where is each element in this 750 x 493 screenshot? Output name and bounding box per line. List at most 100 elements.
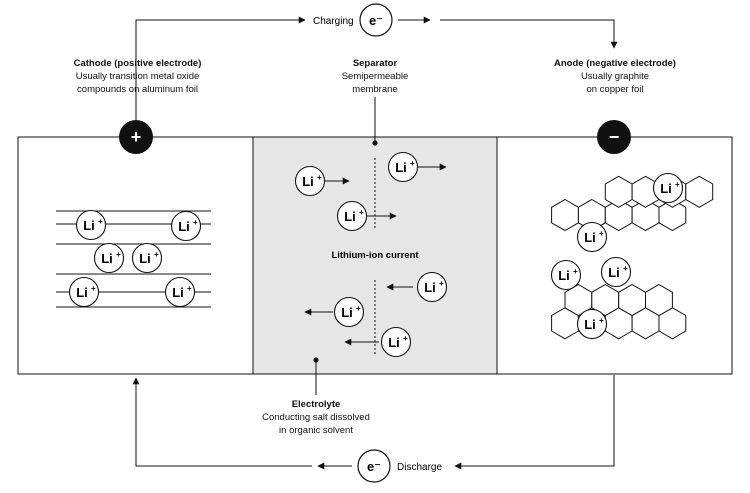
- lithium-ion-charge: +: [116, 250, 121, 259]
- discharge-label: Discharge: [397, 462, 442, 473]
- electron-top-label: e⁻: [369, 13, 383, 28]
- plus-sign: +: [131, 127, 142, 147]
- lithium-ion-label: Li: [83, 218, 95, 233]
- separator-label: Separator Semipermeable membrane: [305, 57, 445, 96]
- separator: [372, 97, 378, 356]
- lithium-ion: Li+: [294, 165, 326, 197]
- charging-wire-right: [440, 19, 618, 49]
- lithium-ion-label: Li: [584, 317, 596, 332]
- graphite-hexagon: [645, 283, 673, 317]
- positive-terminal-icon: [119, 120, 153, 154]
- lithium-ion-label: Li: [424, 280, 436, 295]
- lithium-ion-label: Li: [139, 251, 151, 266]
- electrolyte-region: [253, 137, 497, 374]
- lithium-ion: Li+: [600, 256, 632, 288]
- separator-pointer-dot: [372, 140, 378, 146]
- lithium-ion-circle: [550, 259, 582, 291]
- lithium-ion: Li+: [333, 296, 365, 328]
- lithium-ion-label: Li: [558, 268, 570, 283]
- lithium-ion-charge: +: [573, 267, 578, 276]
- discharge-circuit: e⁻ Discharge: [132, 375, 615, 483]
- negative-terminal: −: [597, 120, 631, 154]
- lithium-ion-charge: +: [439, 279, 444, 288]
- graphite-layers: [551, 175, 714, 340]
- lithium-ion: Li+: [131, 242, 163, 274]
- lithium-ion-label: Li: [178, 219, 190, 234]
- electrolyte-pointer: [313, 357, 319, 395]
- lithium-ion-circle: [380, 326, 412, 358]
- cathode-desc-2: compounds on aluminum foil: [77, 84, 198, 95]
- lithium-ion-label: Li: [344, 209, 356, 224]
- ion-arrows: [304, 163, 447, 346]
- lithium-ion-charge: +: [98, 217, 103, 226]
- lithium-ion-label: Li: [101, 251, 113, 266]
- lithium-ion-label: Li: [608, 265, 620, 280]
- lithium-ion-label: Li: [395, 160, 407, 175]
- lithium-ion-circle: [333, 296, 365, 328]
- negative-terminal-icon: [597, 120, 631, 154]
- lithium-ion-circle: [170, 210, 202, 242]
- lithium-ion: Li+: [550, 259, 582, 291]
- graphite-hexagon: [685, 175, 714, 208]
- lithium-ion-charge: +: [410, 159, 415, 168]
- lithium-ion: Li+: [164, 276, 196, 308]
- lithium-ion: Li+: [652, 172, 684, 204]
- charging-wire-left: [135, 16, 306, 123]
- lithium-ions: Li+Li+Li+Li+Li+Li+Li+Li+Li+Li+Li+Li+Li+L…: [68, 151, 684, 358]
- lithium-ion-charge: +: [623, 264, 628, 273]
- positive-terminal: +: [119, 120, 153, 154]
- lithium-ion-charge: +: [154, 250, 159, 259]
- anode-title: Anode (negative electrode): [554, 58, 676, 69]
- lithium-ion-circle: [387, 151, 419, 183]
- electrolyte-title: Electrolyte: [291, 399, 341, 410]
- lithium-ion: Li+: [416, 271, 448, 303]
- lithium-ion-charge: +: [356, 304, 361, 313]
- lithium-ion-label: Li: [660, 181, 672, 196]
- lithium-ion-circle: [576, 308, 608, 340]
- lithium-ion-charge: +: [193, 218, 198, 227]
- lithium-ion: Li+: [93, 242, 125, 274]
- graphite-hexagon: [658, 198, 687, 232]
- lithium-ion-charge: +: [675, 180, 680, 189]
- lithium-ion-label: Li: [302, 174, 314, 189]
- lithium-ion-label: Li: [341, 305, 353, 320]
- lithium-ion-charge: +: [359, 208, 364, 217]
- lithium-ion-charge: +: [187, 284, 192, 293]
- separator-desc-1: Semipermeable: [341, 71, 409, 82]
- separator-desc-2: membrane: [352, 84, 398, 95]
- lithium-ion-charge: +: [403, 334, 408, 343]
- lithium-ion-label: Li: [388, 335, 400, 350]
- lithium-ion-charge: +: [599, 316, 604, 325]
- charging-circuit: e⁻ Charging: [135, 3, 618, 123]
- anode-desc-1: Usually graphite: [580, 71, 650, 82]
- graphite-hexagon: [551, 198, 579, 232]
- lithium-ion: Li+: [336, 200, 368, 232]
- lithium-ion: Li+: [380, 326, 412, 358]
- lithium-ion-circle: [164, 276, 196, 308]
- lithium-ion: Li+: [387, 151, 419, 183]
- cathode-desc-1: Usually transition metal oxide: [75, 71, 200, 82]
- lithium-ion: Li+: [68, 276, 100, 308]
- anode-label: Anode (negative electrode) Usually graph…: [525, 57, 705, 96]
- battery-body: [17, 136, 733, 375]
- electrolyte-label: Electrolyte Conducting salt dissolved in…: [236, 398, 396, 437]
- separator-title: Separator: [352, 58, 398, 69]
- lithium-ion-circle: [416, 271, 448, 303]
- electrolyte-desc-1: Conducting salt dissolved: [262, 412, 370, 423]
- electrolyte-desc-2: in organic solvent: [279, 425, 353, 436]
- lithium-ion: Li+: [576, 308, 608, 340]
- lithium-ion-circle: [294, 165, 326, 197]
- lithium-ion-circle: [68, 276, 100, 308]
- lithium-ion: Li+: [75, 209, 107, 241]
- lithium-ion-charge: +: [599, 229, 604, 238]
- lithium-ion: Li+: [170, 210, 202, 242]
- lithium-ion-circle: [336, 200, 368, 232]
- lithium-ion-circle: [600, 256, 632, 288]
- lithium-ion-circle: [576, 221, 608, 253]
- lithium-ion-current-label: Lithium-ion current: [331, 250, 419, 261]
- discharge-wire-right: [454, 375, 615, 470]
- charging-label: Charging: [313, 16, 354, 27]
- electron-bottom-label: e⁻: [367, 459, 381, 474]
- lithium-ion: Li+: [576, 221, 608, 253]
- cathode-label: Cathode (positive electrode) Usually tra…: [50, 57, 225, 96]
